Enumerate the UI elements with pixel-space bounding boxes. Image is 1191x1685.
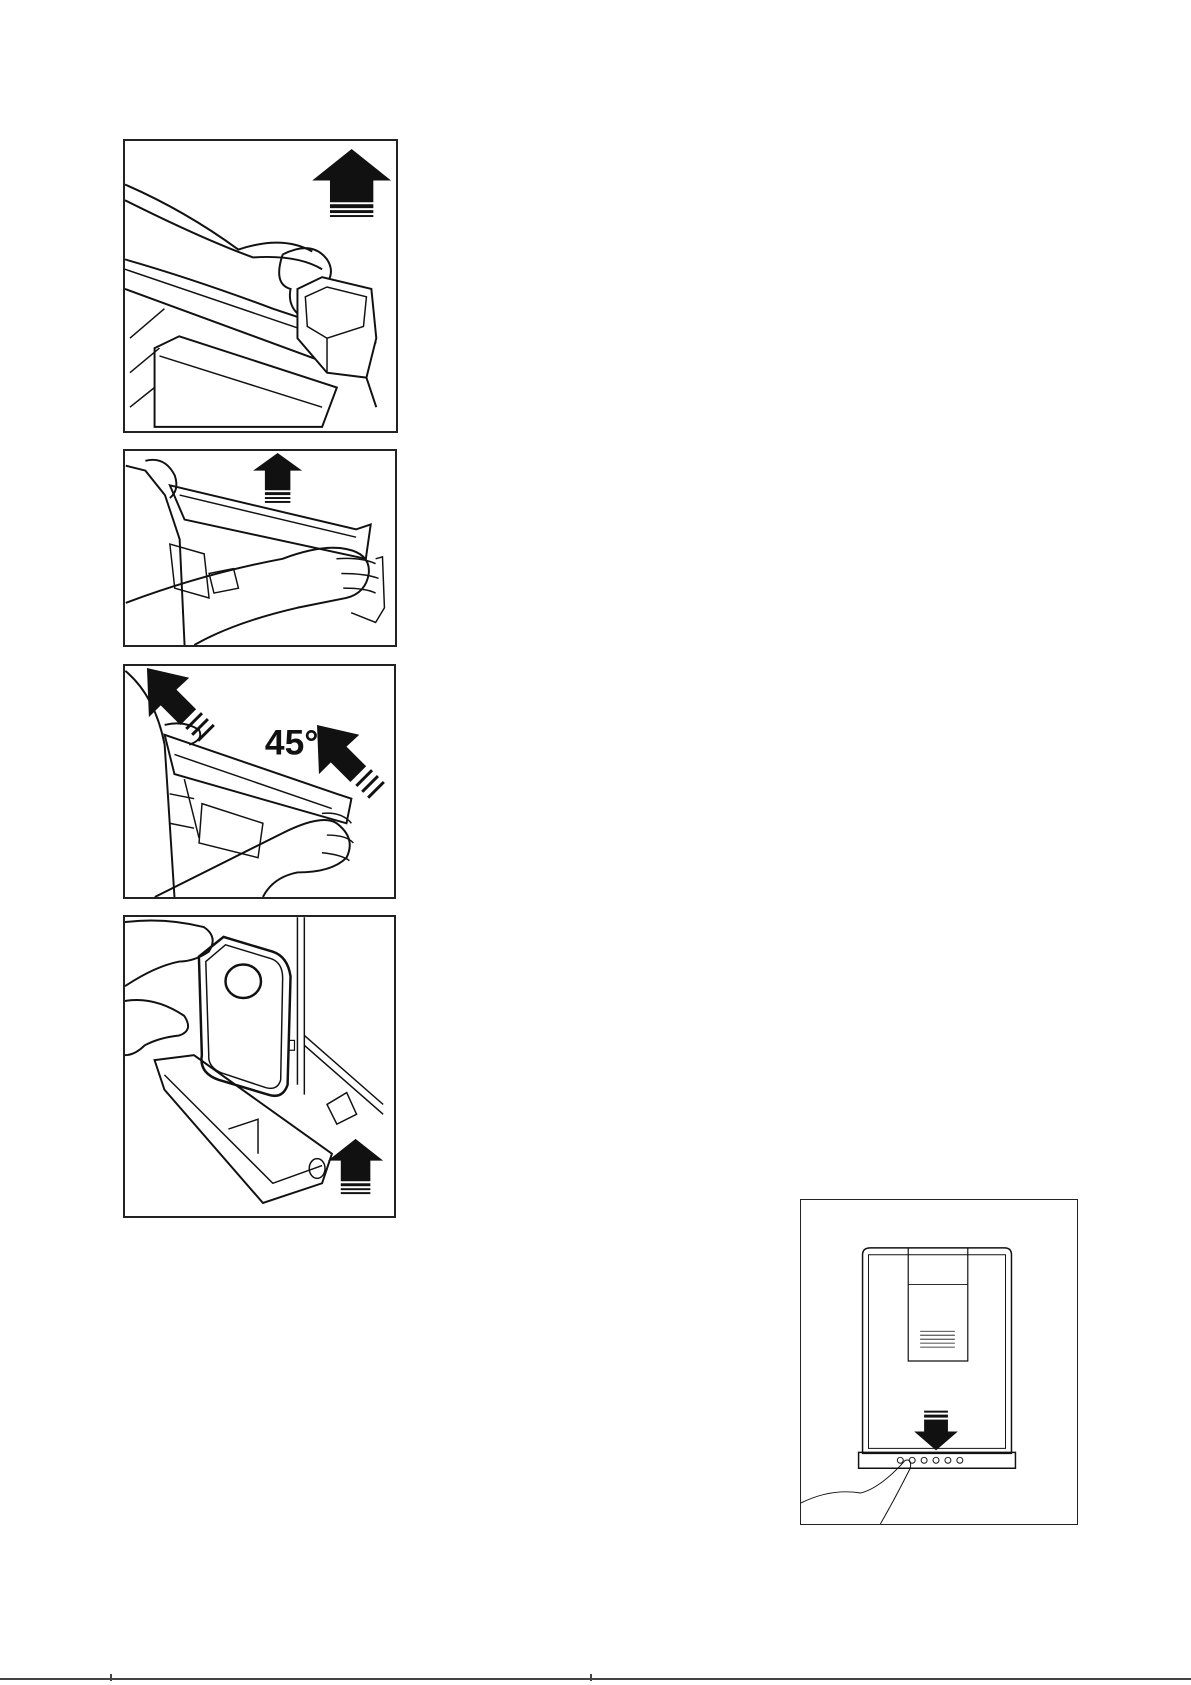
illustration-lift-container [125, 141, 396, 431]
page-bottom-rule [0, 1678, 1191, 1680]
illustration-tilt-shelf: 45° [125, 666, 394, 897]
arrow-up-icon [253, 453, 302, 503]
arrow-up-icon [328, 1139, 383, 1194]
illustration-remove-lid [125, 917, 394, 1216]
figure-step-5 [800, 1199, 1078, 1525]
arrow-up-left-icon [147, 668, 214, 741]
illustration-lift-shelf [125, 451, 395, 645]
figure-step-4 [123, 915, 396, 1218]
page-bottom-tick [590, 1674, 592, 1681]
arrow-up-icon [312, 149, 391, 217]
figure-step-1 [123, 139, 398, 433]
arrow-down-icon [914, 1411, 958, 1451]
arrow-up-left-icon [317, 725, 384, 798]
figure-step-2 [123, 449, 397, 647]
page-bottom-tick [110, 1674, 112, 1681]
figure-step-3: 45° [123, 664, 396, 899]
angle-label: 45° [265, 723, 319, 762]
illustration-press-dispenser [801, 1200, 1077, 1524]
